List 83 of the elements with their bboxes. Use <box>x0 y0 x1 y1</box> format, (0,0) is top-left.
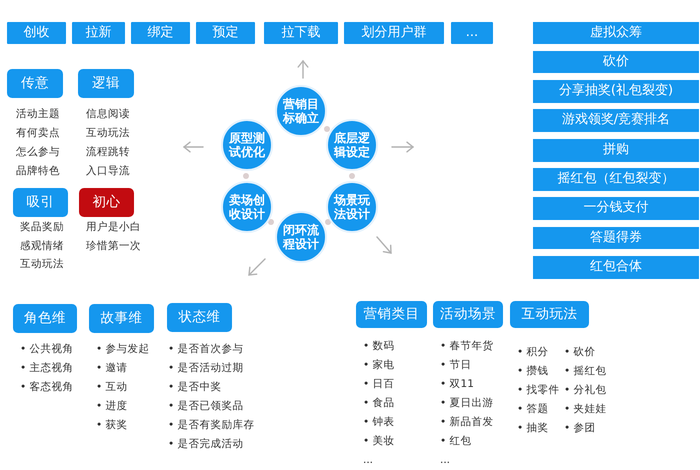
feature-box: 答题得券 <box>533 227 699 249</box>
list-item: • 是否已领奖品 <box>168 399 244 413</box>
list-item: • 进度 <box>96 399 128 413</box>
list-item: • 新品首发 <box>440 415 494 429</box>
list-item: 奖品奖励 <box>20 220 64 234</box>
list-item: • 参团 <box>564 421 596 435</box>
list-item: • 家电 <box>363 358 395 372</box>
list-item: • 节日 <box>440 358 472 372</box>
tag-box: 划分用户群 <box>344 22 444 44</box>
step-circle: 底层逻辑设定 <box>326 119 378 171</box>
list-item: • 是否首次参与 <box>168 342 244 356</box>
list-item: • 夏日出游 <box>440 396 494 410</box>
heading-box: 逻辑 <box>78 69 134 98</box>
list-item: • 找零件 <box>517 383 560 397</box>
list-item: • 美妆 <box>363 434 395 448</box>
step-circle: 场景玩法设计 <box>326 181 378 233</box>
step-circle: 闭环流程设计 <box>275 211 327 263</box>
feature-box: 一分钱支付 <box>533 197 699 220</box>
heading-box: 角色维 <box>13 304 77 333</box>
heading-box: 故事维 <box>89 304 154 333</box>
heading-box: 传意 <box>7 69 63 98</box>
list-item: 互动玩法 <box>86 126 130 140</box>
feature-box: 红包合体 <box>533 256 699 279</box>
list-item: • 数码 <box>363 339 395 353</box>
list-item: • 是否完成活动 <box>168 437 244 451</box>
list-item: • 公共视角 <box>20 342 74 356</box>
list-item: • 主态视角 <box>20 361 74 375</box>
list-item: • 获奖 <box>96 418 128 432</box>
list-item: 感观情绪 <box>20 238 64 252</box>
list-item: 珍惜第一次 <box>86 238 141 252</box>
feature-box: 摇红包（红包裂变） <box>533 168 699 191</box>
list-item: 入口导流 <box>86 164 130 178</box>
heading-box: 状态维 <box>167 303 232 332</box>
list-item: • 春节年货 <box>440 339 494 353</box>
list-item: • 参与发起 <box>96 342 150 356</box>
list-item: • 砍价 <box>564 345 596 359</box>
list-item: 活动主题 <box>16 107 60 121</box>
list-item: • 摇红包 <box>564 364 607 378</box>
list-item: 互动玩法 <box>20 257 64 271</box>
step-circle: 原型测试优化 <box>221 119 273 171</box>
list-item: • 是否中奖 <box>168 380 222 394</box>
list-item: • 是否活动过期 <box>168 361 244 375</box>
list-item: • 日百 <box>363 377 395 391</box>
list-item: • 积分 <box>517 345 549 359</box>
step-circle: 营销目标确立 <box>275 85 327 137</box>
tag-box: 拉下载 <box>264 22 338 44</box>
heading-box: 互动玩法 <box>510 301 589 328</box>
list-item: • 攒钱 <box>517 364 549 378</box>
list-item: • 客态视角 <box>20 380 74 394</box>
step-circle: 卖场创收设计 <box>221 181 273 233</box>
list-item: • 答题 <box>517 402 549 416</box>
heading-box: 吸引 <box>13 188 68 217</box>
list-item: • 分礼包 <box>564 383 607 397</box>
feature-box: 分享抽奖(礼包裂变) <box>533 80 699 103</box>
tag-box: 拉新 <box>72 22 125 44</box>
tag-box: 创收 <box>7 22 66 44</box>
list-item: • 邀请 <box>96 361 128 375</box>
list-item: • 钟表 <box>363 415 395 429</box>
tag-box: 预定 <box>196 22 255 44</box>
list-item: 流程跳转 <box>86 145 130 159</box>
feature-box: 虚拟众筹 <box>533 22 699 44</box>
feature-box: 游戏领奖/竞赛排名 <box>533 109 699 132</box>
heading-box: 营销类目 <box>356 301 427 328</box>
list-item: 用户是小白 <box>86 220 141 234</box>
list-item: • 是否有奖励库存 <box>168 418 255 432</box>
list-item: 品牌特色 <box>16 164 60 178</box>
list-item: • 夹娃娃 <box>564 402 607 416</box>
list-item: 有何卖点 <box>16 126 60 140</box>
tag-box: ... <box>451 22 493 44</box>
heading-box: 活动场景 <box>433 301 503 328</box>
list-item: • 互动 <box>96 380 128 394</box>
list-item: • 抽奖 <box>517 421 549 435</box>
list-item: 信息阅读 <box>86 107 130 121</box>
list-item: • 红包 <box>440 434 472 448</box>
list-item: • 食品 <box>363 396 395 410</box>
list-item: 怎么参与 <box>16 145 60 159</box>
list-item: ... <box>440 453 450 467</box>
feature-box: 拼购 <box>533 139 699 162</box>
feature-box: 砍价 <box>533 51 699 73</box>
heading-box: 初心 <box>79 188 134 217</box>
list-item: • 双11 <box>440 377 474 391</box>
list-item: ... <box>363 453 374 467</box>
tag-box: 绑定 <box>131 22 190 44</box>
